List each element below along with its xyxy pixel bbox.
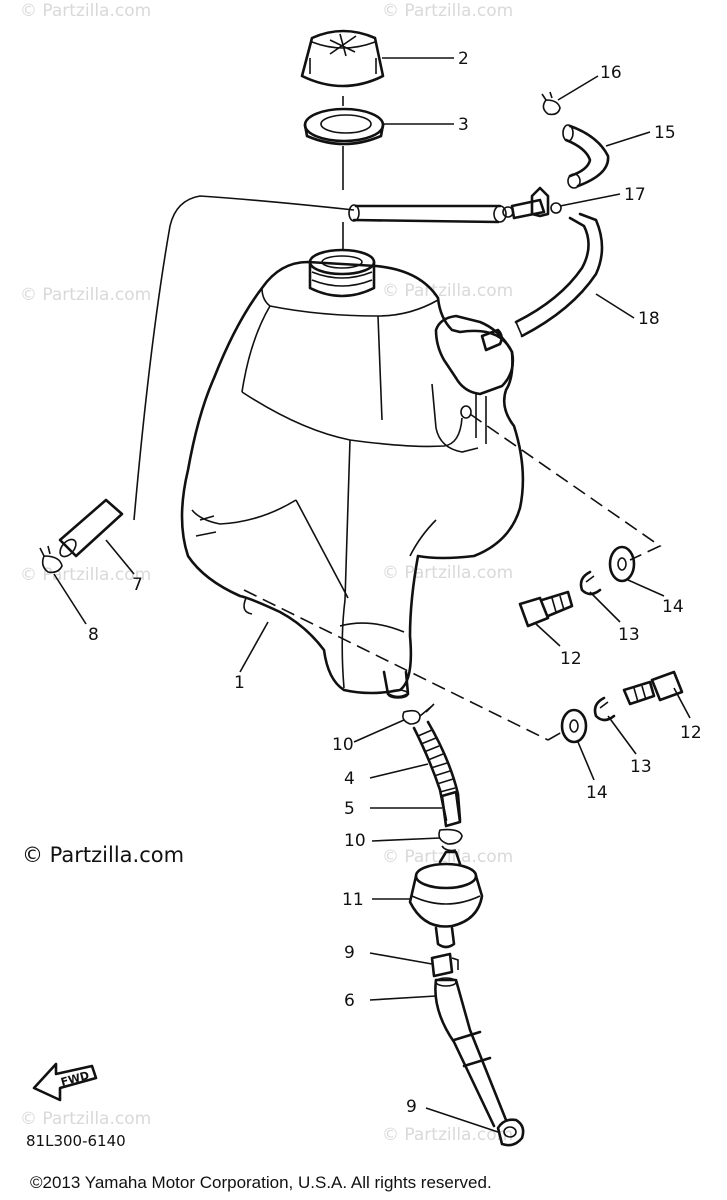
lock-washer-part-13-lower[interactable] bbox=[593, 696, 616, 722]
washer-part-14-lower[interactable] bbox=[560, 708, 588, 744]
callout-17: 17 bbox=[624, 185, 646, 205]
clip-part-8[interactable] bbox=[39, 545, 63, 574]
watermarks: © Partzilla.com © Partzilla.com © Partzi… bbox=[20, 1, 513, 1145]
short-hose-part-7[interactable] bbox=[57, 498, 124, 560]
callout-14-upper: 14 bbox=[662, 597, 684, 617]
callout-12-lower: 12 bbox=[680, 723, 702, 743]
callout-13-upper: 13 bbox=[618, 625, 640, 645]
watermark-text: © Partzilla.com bbox=[20, 565, 151, 585]
copyright-notice: ©2013 Yamaha Motor Corporation, U.S.A. A… bbox=[30, 1173, 492, 1192]
callout-8: 8 bbox=[88, 625, 99, 645]
fwd-arrow-icon: FWD bbox=[32, 1062, 98, 1102]
callout-12-upper: 12 bbox=[560, 649, 582, 669]
callout-labels: 2 3 16 15 17 18 7 8 1 12 13 14 12 13 14 … bbox=[88, 49, 702, 1117]
fuel-tank-part[interactable] bbox=[180, 260, 525, 695]
callout-7: 7 bbox=[132, 575, 143, 595]
callout-16: 16 bbox=[600, 63, 622, 83]
callout-4: 4 bbox=[344, 769, 355, 789]
vent-hose-part-18[interactable] bbox=[514, 212, 604, 338]
callout-14-lower: 14 bbox=[586, 783, 608, 803]
watermark-text: © Partzilla.com bbox=[382, 1125, 513, 1145]
t-joint-part-17[interactable] bbox=[502, 186, 562, 220]
breather-hose-long[interactable] bbox=[348, 204, 507, 224]
assembly-lines bbox=[243, 413, 662, 741]
tank-outlet-nipple bbox=[382, 670, 410, 699]
bolt-part-12-lower[interactable] bbox=[622, 670, 684, 706]
callout-6: 6 bbox=[344, 991, 355, 1011]
bolt-part-12-upper[interactable] bbox=[518, 590, 574, 628]
watermark-text: © Partzilla.com bbox=[20, 285, 151, 305]
watermark-text: © Partzilla.com bbox=[382, 563, 513, 583]
tank-filler-neck bbox=[308, 248, 376, 298]
lock-washer-part-13-upper[interactable] bbox=[579, 570, 602, 596]
callout-1: 1 bbox=[234, 673, 245, 693]
washer-part-14-upper[interactable] bbox=[608, 545, 636, 583]
callout-11: 11 bbox=[342, 890, 364, 910]
clip-part-10-upper[interactable] bbox=[402, 703, 435, 725]
watermark-text: © Partzilla.com bbox=[20, 1, 151, 21]
callout-15: 15 bbox=[654, 123, 676, 143]
callout-9-lower: 9 bbox=[406, 1097, 417, 1117]
fuel-filter-part-11[interactable] bbox=[408, 850, 484, 949]
diagram-code: 81L300-6140 bbox=[26, 1132, 126, 1150]
fuel-hose-part-4[interactable] bbox=[412, 720, 462, 822]
lower-hose-part-6[interactable] bbox=[434, 977, 508, 1128]
upper-hose-part-15[interactable] bbox=[562, 124, 610, 189]
callout-10-lower: 10 bbox=[344, 831, 366, 851]
callout-10-upper: 10 bbox=[332, 735, 354, 755]
fuel-cap-part[interactable] bbox=[300, 29, 385, 88]
watermark-text: © Partzilla.com bbox=[382, 281, 513, 301]
watermark-text: © Partzilla.com bbox=[382, 1, 513, 21]
leader-lines bbox=[53, 57, 691, 1133]
callout-5: 5 bbox=[344, 799, 355, 819]
watermark-text: © Partzilla.com bbox=[20, 1109, 151, 1129]
tank-vent-nipple bbox=[480, 328, 503, 352]
callout-18: 18 bbox=[638, 309, 660, 329]
callout-3: 3 bbox=[458, 115, 469, 135]
clip-part-16[interactable] bbox=[541, 91, 561, 116]
clamp-part-9-upper[interactable] bbox=[430, 952, 459, 978]
callout-9-upper: 9 bbox=[344, 943, 355, 963]
hose-protector-part-5[interactable] bbox=[440, 790, 462, 828]
partzilla-brand-text: © Partzilla.com bbox=[22, 843, 184, 867]
callout-13-lower: 13 bbox=[630, 757, 652, 777]
cap-gasket-part[interactable] bbox=[303, 107, 385, 146]
callout-2: 2 bbox=[458, 49, 469, 69]
watermark-text: © Partzilla.com bbox=[382, 847, 513, 867]
